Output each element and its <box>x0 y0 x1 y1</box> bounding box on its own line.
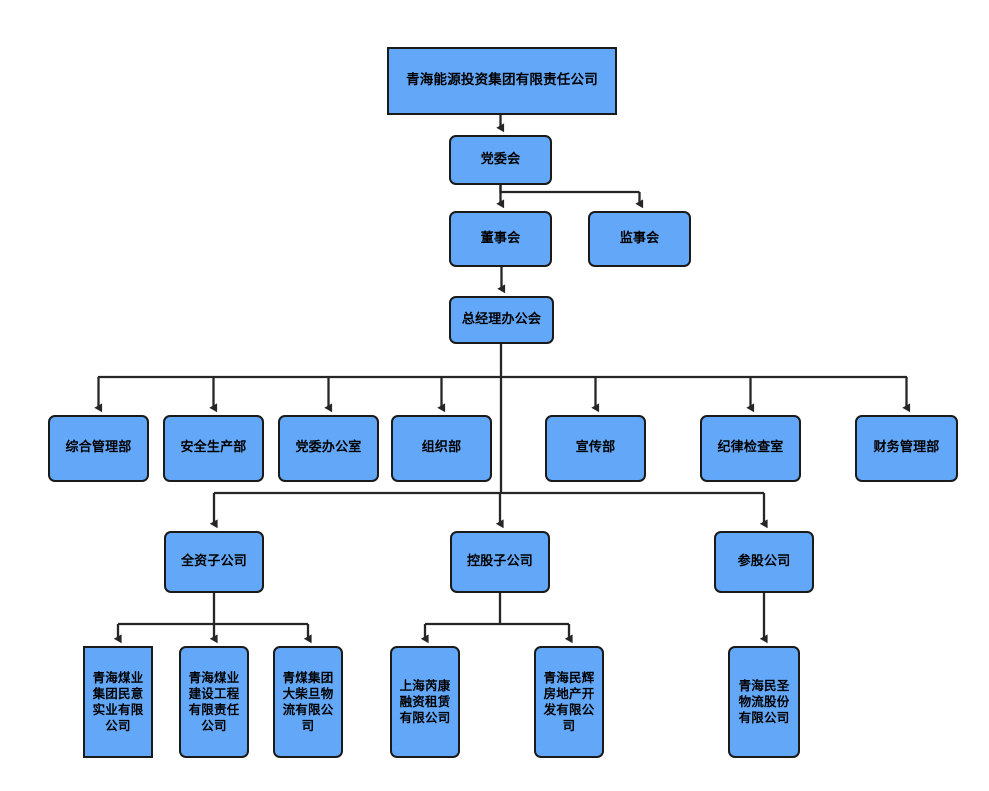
node-sub-minyi-industrial[interactable]: 青海煤业集团民意实业有限公司 <box>83 646 153 758</box>
node-party-committee[interactable]: 党委会 <box>449 135 552 185</box>
node-sub-minsheng-logistics[interactable]: 青海民圣物流股份有限公司 <box>728 646 800 758</box>
node-label-sub-minsheng-logistics: 青海民圣物流股份有限公司 <box>738 678 790 725</box>
node-sub-construction-engineering[interactable]: 青海煤业建设工程有限责任公司 <box>179 646 249 758</box>
node-label-board-of-supervisors: 监事会 <box>619 230 660 246</box>
node-label-dept-organization: 组织部 <box>421 440 462 456</box>
node-label-cat-holding: 控股子公司 <box>466 553 533 569</box>
node-label-sub-shanghai-ruikang-leasing: 上海芮康融资租赁有限公司 <box>399 678 451 725</box>
node-label-dept-party-office: 党委办公室 <box>295 440 362 456</box>
node-board-of-directors[interactable]: 董事会 <box>449 211 552 267</box>
node-label-dept-safety-production: 安全生产部 <box>180 440 247 456</box>
node-dept-propaganda[interactable]: 宣传部 <box>545 415 646 482</box>
node-label-board-of-directors: 董事会 <box>480 230 521 246</box>
node-dept-general-management[interactable]: 综合管理部 <box>48 415 149 482</box>
node-board-of-supervisors[interactable]: 监事会 <box>588 211 691 267</box>
node-root[interactable]: 青海能源投资集团有限责任公司 <box>387 47 617 115</box>
edge-party-committee-to-board-of-supervisors-stem <box>499 185 640 194</box>
node-dept-safety-production[interactable]: 安全生产部 <box>163 415 264 482</box>
node-dept-party-office[interactable]: 党委办公室 <box>278 415 379 482</box>
node-gm-office-meeting[interactable]: 总经理办公会 <box>449 296 554 344</box>
node-label-dept-finance-management: 财务管理部 <box>873 440 940 456</box>
node-dept-finance-management[interactable]: 财务管理部 <box>855 415 958 482</box>
node-label-cat-equity-participation: 参股公司 <box>737 553 791 569</box>
node-label-sub-minyi-industrial: 青海煤业集团民意实业有限公司 <box>92 670 144 733</box>
node-label-dept-propaganda: 宣传部 <box>575 440 616 456</box>
node-label-root: 青海能源投资集团有限责任公司 <box>406 72 598 89</box>
node-sub-minhui-realestate[interactable]: 青海民辉房地产开发有限公司 <box>534 646 604 758</box>
node-label-sub-construction-engineering: 青海煤业建设工程有限责任公司 <box>188 670 240 733</box>
node-label-sub-dachaidan-logistics: 青煤集团大柴旦物流有限公司 <box>282 670 334 733</box>
node-sub-shanghai-ruikang-leasing[interactable]: 上海芮康融资租赁有限公司 <box>390 646 460 758</box>
node-label-party-committee: 党委会 <box>480 151 521 167</box>
node-cat-wholly-owned[interactable]: 全资子公司 <box>164 531 264 593</box>
node-label-sub-minhui-realestate: 青海民辉房地产开发有限公司 <box>543 670 595 733</box>
node-dept-organization[interactable]: 组织部 <box>391 415 492 482</box>
node-sub-dachaidan-logistics[interactable]: 青煤集团大柴旦物流有限公司 <box>273 646 343 758</box>
node-cat-equity-participation[interactable]: 参股公司 <box>714 531 814 593</box>
node-label-cat-wholly-owned: 全资子公司 <box>180 553 247 569</box>
node-cat-holding[interactable]: 控股子公司 <box>450 531 550 593</box>
node-label-gm-office-meeting: 总经理办公会 <box>461 311 542 327</box>
node-label-dept-discipline-inspection: 纪律检查室 <box>717 440 784 456</box>
node-dept-discipline-inspection[interactable]: 纪律检查室 <box>700 415 801 482</box>
node-label-dept-general-management: 综合管理部 <box>65 440 132 456</box>
